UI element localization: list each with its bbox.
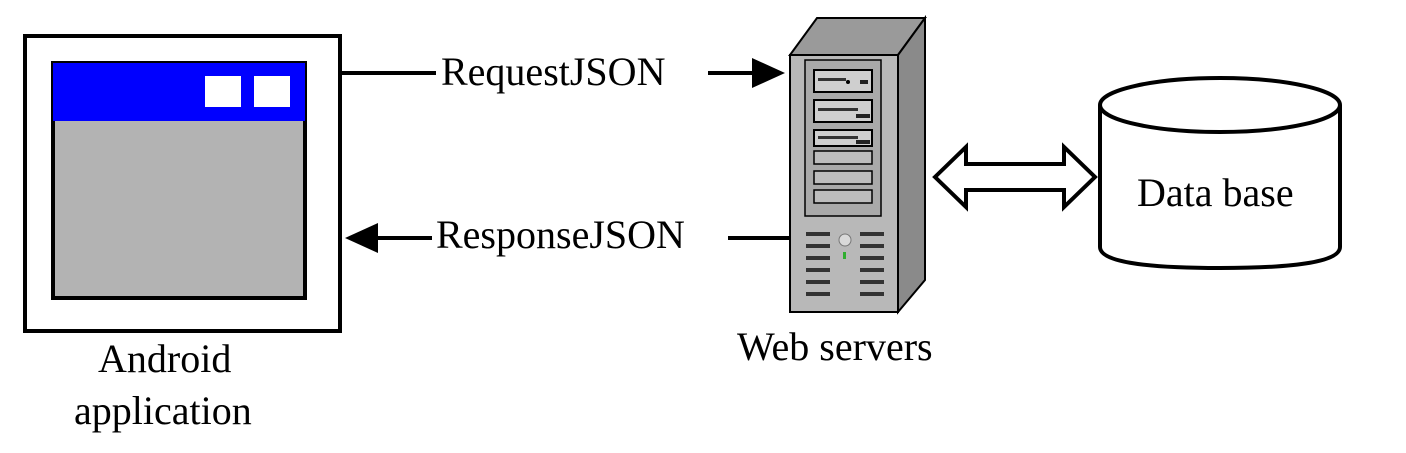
- response-arrow: [345, 223, 790, 253]
- app-window-icon: [23, 34, 342, 333]
- database-cylinder-icon: [1098, 76, 1342, 271]
- server-tower-icon: [788, 14, 927, 315]
- request-label: RequestJSON: [441, 49, 666, 94]
- double-arrow-icon: [932, 142, 1098, 212]
- request-arrow: [342, 58, 785, 88]
- database-label: Data base: [1137, 170, 1294, 215]
- android-label-line2: application: [74, 388, 252, 433]
- web-servers-label: Web servers: [737, 324, 933, 369]
- android-label-line1: Android: [98, 336, 232, 381]
- response-label: ResponseJSON: [436, 212, 685, 257]
